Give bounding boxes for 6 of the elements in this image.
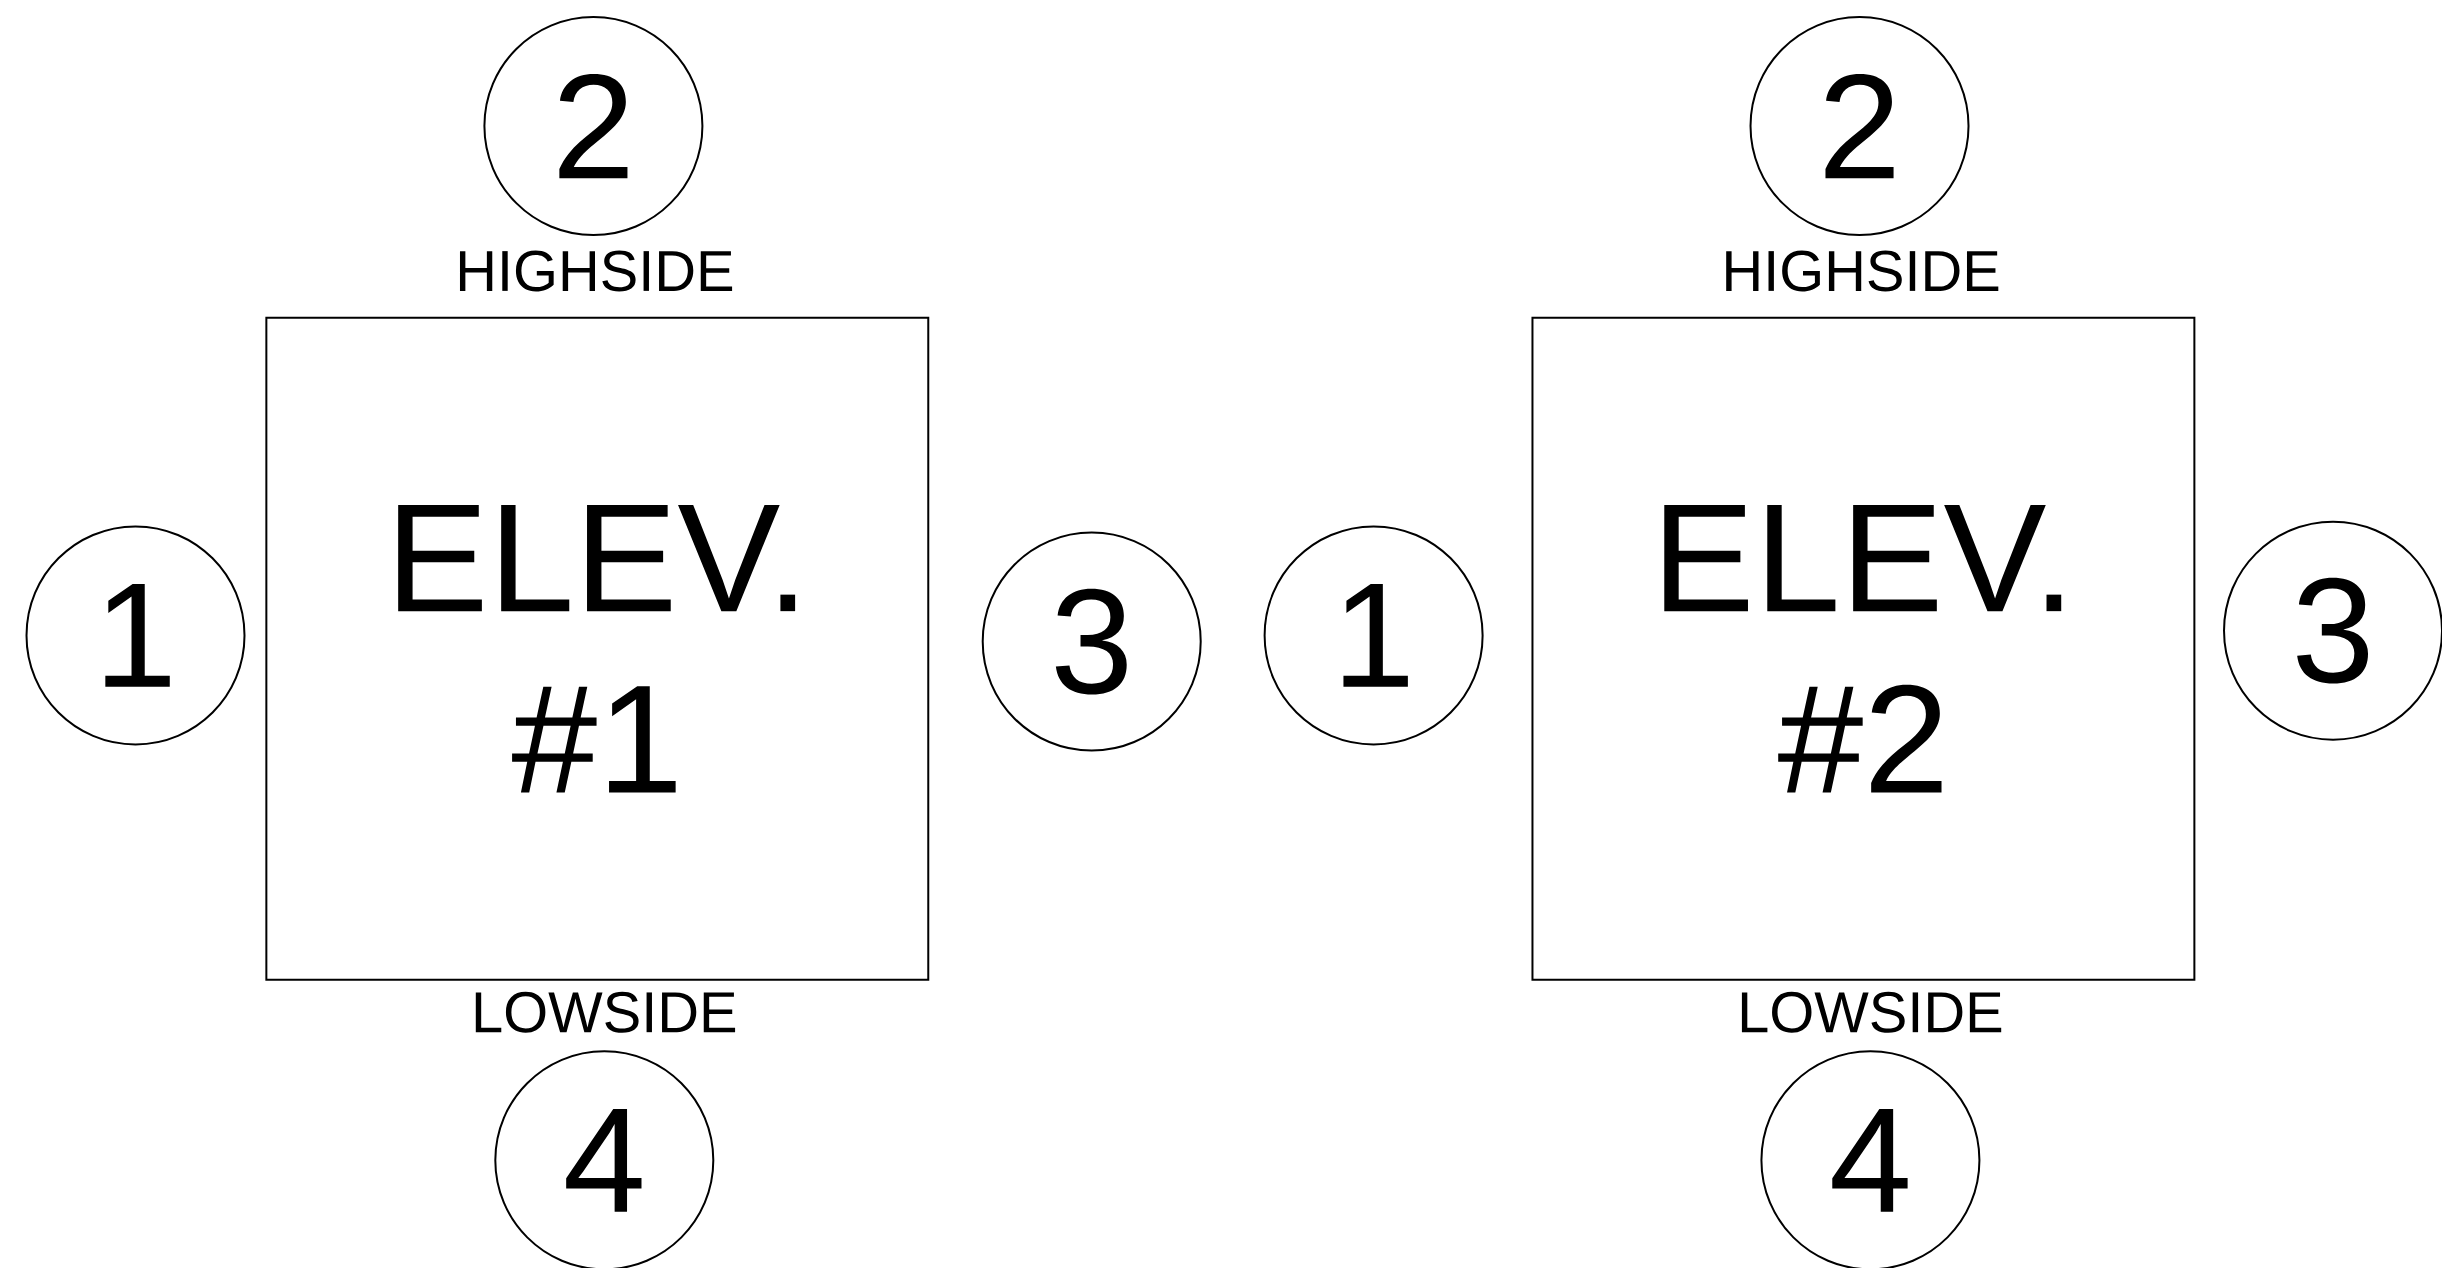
side-label: LOWSIDE xyxy=(475,991,736,1033)
side-label: HIGHSIDE xyxy=(460,250,733,292)
elevator-box: ELEV. #1 xyxy=(265,316,930,981)
elevator-box: ELEV. #2 xyxy=(1531,316,2196,981)
side-label: LOWSIDE xyxy=(1741,991,2002,1033)
side-label: HIGHSIDE xyxy=(1726,250,1999,292)
